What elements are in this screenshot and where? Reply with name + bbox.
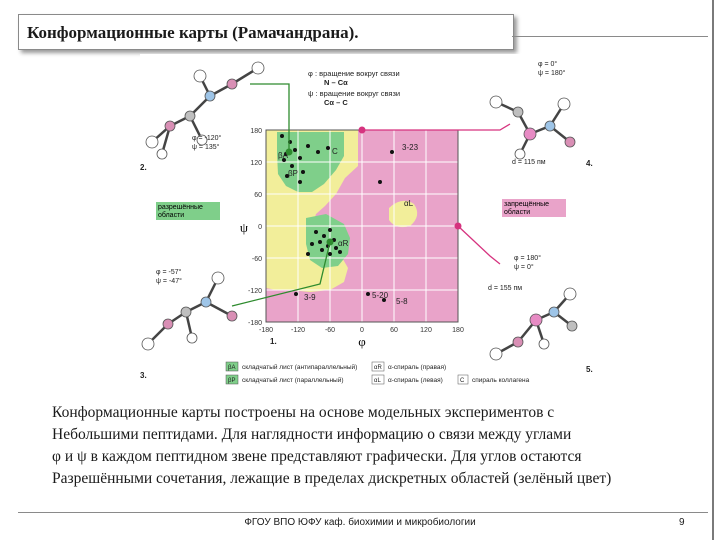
footer-rule	[18, 512, 708, 513]
data-points	[280, 134, 394, 302]
panel4-number: 4.	[586, 159, 593, 168]
allowed-label-box	[156, 202, 220, 220]
legend-text: α-спираль (левая)	[388, 377, 443, 384]
region-label-beta-p: βP	[288, 169, 298, 178]
region-label-3-23: 3-23	[402, 143, 419, 152]
title-box: Конформационные карты (Рамачандрана).	[18, 14, 514, 50]
page-number: 9	[679, 517, 685, 528]
ramachandran-figure: βA βP C αL αR 3-23 3-9 5-20 5-8 -180 -12…	[140, 54, 610, 394]
legend-text: спираль коллагена	[472, 377, 530, 384]
y-tick: 120	[250, 160, 262, 167]
plot-grid	[266, 130, 458, 322]
forbidden-label-box	[502, 199, 566, 217]
psi-legend-line2: Cα – C	[324, 98, 348, 107]
panel4-psi: ψ = 180°	[538, 69, 566, 77]
panel5-number: 5.	[586, 365, 593, 374]
caption-line: φ и ψ в каждом пептидном звене представл…	[52, 448, 582, 465]
y-tick: 180	[250, 128, 262, 135]
region-label-3-9: 3-9	[304, 293, 316, 302]
panel5-distance: d = 155 пм	[488, 285, 522, 292]
region-label-5-20: 5-20	[372, 291, 389, 300]
x-axis-label: φ	[358, 334, 366, 349]
panel2-number: 2.	[140, 163, 147, 172]
panel4-distance: d = 115 пм	[512, 159, 546, 166]
panel3-psi: ψ = -47°	[156, 277, 182, 285]
caption-line: Конформационные карты построены на основ…	[52, 404, 555, 421]
legend-symbol: C	[460, 378, 465, 384]
symbol-legend: βA складчатый лист (антипараллельный) βP…	[225, 361, 530, 385]
pointer-line-panel3	[231, 241, 331, 307]
region-label-beta-a: βA	[278, 151, 289, 160]
caption-line: Небольшими пептидами. Для наглядности ин…	[52, 426, 572, 443]
footer-text: ФГОУ ВПО ЮФУ каф. биохимии и микробиолог…	[244, 517, 476, 528]
panel5-phi: φ = 180°	[514, 254, 541, 262]
psi-legend-line1: ψ : вращение вокруг связи	[308, 89, 400, 98]
x-tick: -60	[325, 327, 335, 334]
slide-title: Конформационные карты (Рамачандрана).	[27, 23, 359, 42]
panel1-number: 1.	[270, 337, 277, 346]
y-tick: -180	[248, 320, 262, 327]
x-tick: 180	[452, 327, 464, 334]
panel3-phi: φ = -57°	[156, 268, 182, 276]
x-tick: -120	[291, 327, 305, 334]
pointer-line-panel5	[457, 225, 501, 265]
y-tick: 0	[258, 224, 262, 231]
allowed-label-line1: разрешённые	[158, 204, 203, 211]
legend-symbol: βA	[228, 365, 235, 371]
x-tick: 120	[420, 327, 432, 334]
legend-symbol: βP	[228, 378, 235, 384]
y-tick: -120	[248, 288, 262, 295]
region-label-5-8: 5-8	[396, 297, 408, 306]
y-tick: 60	[254, 192, 262, 199]
region-label-alpha-l: αL	[404, 199, 414, 208]
panel2-phi: φ = -120°	[192, 134, 222, 142]
ramachandran-svg: βA βP C αL αR 3-23 3-9 5-20 5-8 -180 -12…	[140, 60, 593, 385]
legend-symbol: αL	[374, 378, 381, 384]
caption: Конформационные карты построены на основ…	[52, 402, 692, 490]
x-tick: 0	[360, 327, 364, 334]
legend-text: α-спираль (правая)	[388, 364, 446, 371]
forbidden-label-line2: области	[504, 208, 530, 216]
legend-symbol: αR	[374, 365, 382, 371]
phi-legend-line2: N – Cα	[324, 78, 348, 87]
legend-text: складчатый лист (антипараллельный)	[242, 363, 357, 371]
molecule-panel-4	[495, 100, 571, 155]
yellow-zone-alpha-l	[389, 200, 418, 228]
x-tick: -180	[259, 327, 273, 334]
pointer-line-panel2	[250, 83, 290, 152]
title-rule	[512, 36, 708, 37]
y-axis-label: ψ	[240, 220, 248, 235]
panel3-number: 3.	[140, 371, 147, 380]
forbidden-label-line1: запрещённые	[504, 201, 549, 208]
region-label-collagen: C	[332, 147, 338, 156]
legend-text: складчатый лист (параллельный)	[242, 376, 344, 384]
x-tick: 60	[390, 327, 398, 334]
panel5-psi: ψ = 0°	[514, 263, 534, 271]
panel4-phi: φ = 0°	[538, 60, 557, 68]
phi-legend-line1: φ : вращение вокруг связи	[308, 69, 400, 78]
y-tick: -60	[252, 256, 262, 263]
slide-frame-edge	[712, 0, 714, 540]
pointer-line-panel4	[362, 123, 511, 131]
panel2-psi: ψ = 135°	[192, 143, 220, 151]
region-label-alpha-r: αR	[338, 239, 349, 248]
allowed-label-line2: области	[158, 211, 184, 219]
caption-line: Разрешёнными сочетания, лежащие в предел…	[52, 470, 612, 487]
